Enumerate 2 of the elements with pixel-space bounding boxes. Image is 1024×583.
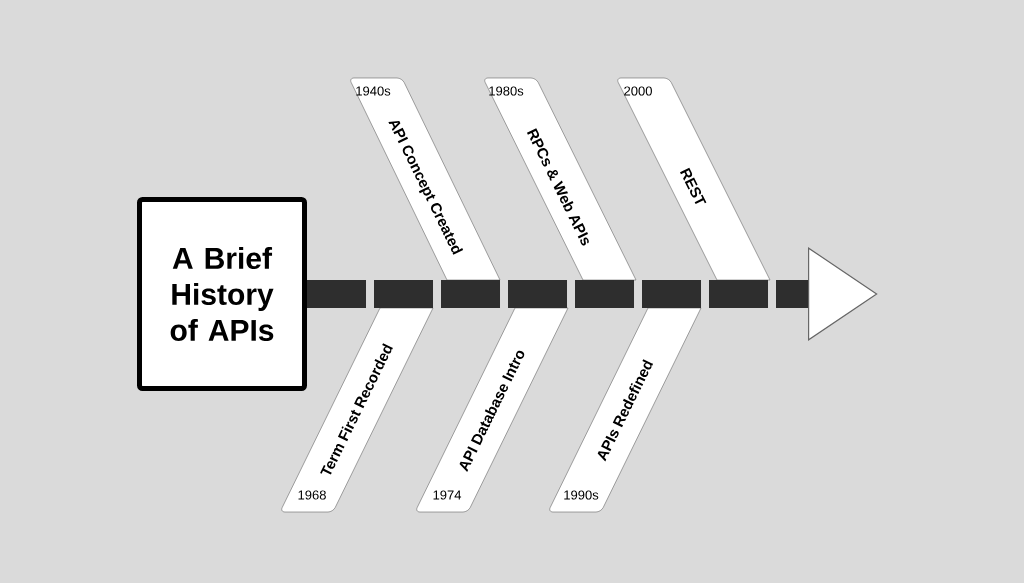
title-box: A Brief History of APIs (137, 197, 307, 391)
triangle-head (808, 247, 878, 341)
